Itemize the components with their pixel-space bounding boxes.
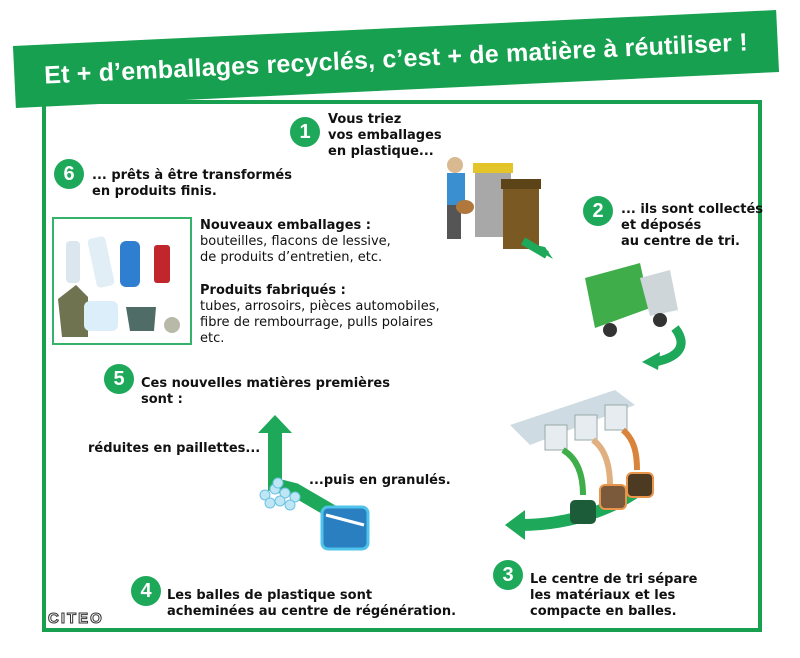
- citeo-logo: CITEO: [48, 610, 104, 628]
- step-2-text: ... ils sont collectés et déposés au cen…: [621, 202, 764, 249]
- diagram-frame: [42, 100, 762, 632]
- step-1-badge: 1: [290, 117, 320, 147]
- page-title: Et + d’emballages recyclés, c’est + de m…: [43, 27, 749, 90]
- regeneration-arrow-illustration: [258, 415, 370, 551]
- sorting-bins-illustration: [447, 157, 553, 259]
- step-3-text: Le centre de tri sépare les matériaux et…: [530, 572, 698, 619]
- step-4-text: Les balles de plastique sont acheminées …: [167, 588, 457, 619]
- step-5-badge: 5: [104, 364, 134, 394]
- flakes-label: réduites en paillettes...: [88, 441, 261, 456]
- new-packaging-title: Nouveaux emballages :: [200, 218, 372, 233]
- step-5-text: Ces nouvelles matières premières sont :: [141, 376, 390, 407]
- sorting-center-illustration: [505, 390, 655, 540]
- step-4-badge: 4: [131, 576, 161, 606]
- new-packaging-text: bouteilles, flacons de lessive, de produ…: [200, 234, 391, 265]
- granules-label: ...puis en granulés.: [309, 473, 451, 488]
- manufactured-products-title: Produits fabriqués :: [200, 283, 346, 298]
- step-1-text: Vous triez vos emballages en plastique..…: [328, 112, 442, 159]
- finished-products-illustration: [52, 217, 192, 345]
- step-2-badge: 2: [583, 196, 613, 226]
- collection-truck-illustration: [585, 263, 686, 370]
- step-6-text: ... prêts à être transformés en produits…: [92, 168, 292, 199]
- title-banner: Et + d’emballages recyclés, c’est + de m…: [12, 10, 780, 108]
- manufactured-products-text: tubes, arrosoirs, pièces automobiles, fi…: [200, 299, 440, 346]
- step-3-badge: 3: [493, 560, 523, 590]
- step-6-badge: 6: [54, 159, 84, 189]
